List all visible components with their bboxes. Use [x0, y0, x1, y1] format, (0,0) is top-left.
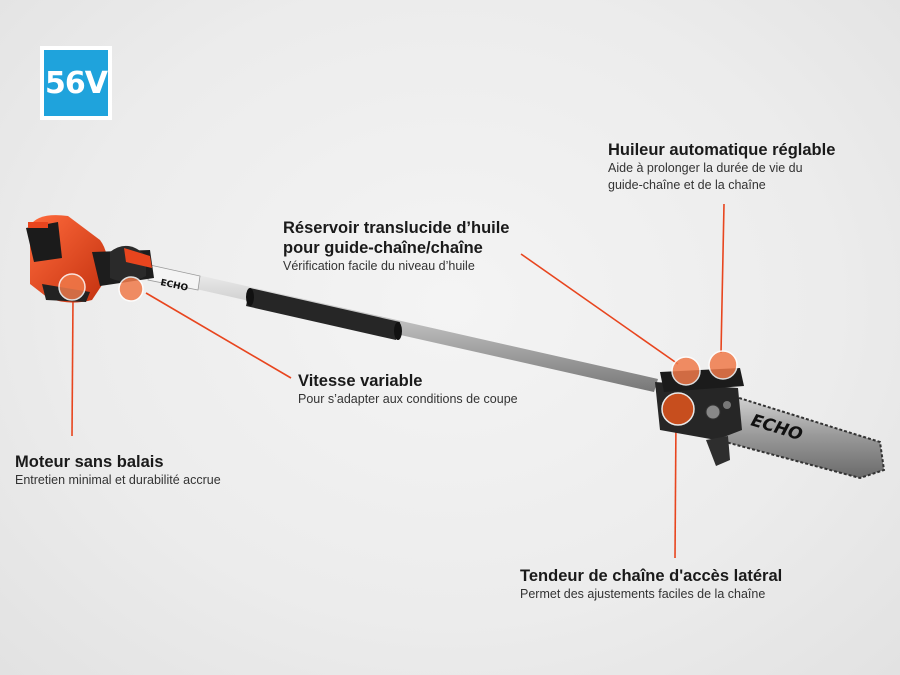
marker-reservoir	[671, 356, 701, 386]
leader-oiler	[720, 203, 725, 354]
shaft-collar: ECHO	[147, 264, 201, 294]
callout-tensioner: Tendeur de chaîne d'accès latéral Permet…	[520, 566, 860, 603]
feature-markers	[58, 273, 738, 426]
speed-desc: Pour s’adapter aux conditions de coupe	[298, 392, 518, 406]
oiler-desc-line1: Aide à prolonger la durée de vie du	[608, 161, 803, 175]
foam-grip	[246, 288, 400, 340]
marker-tensioner	[661, 392, 695, 426]
callout-reservoir: Réservoir translucide d’huile pour guide…	[283, 218, 543, 275]
motor-housing	[26, 215, 154, 303]
speed-title: Vitesse variable	[298, 372, 423, 390]
voltage-label: 56V	[44, 50, 108, 116]
marker-motor	[58, 273, 86, 301]
oiler-title: Huileur automatique réglable	[608, 141, 836, 159]
reservoir-title-line2: pour guide-chaîne/chaîne	[283, 239, 483, 257]
leader-speed	[145, 292, 292, 379]
reservoir-title-line1: Réservoir translucide d’huile	[283, 219, 510, 237]
motor-desc: Entretien minimal et durabilité accrue	[15, 473, 221, 487]
leader-reservoir	[520, 253, 679, 365]
callout-oiler: Huileur automatique réglable Aide à prol…	[608, 140, 888, 194]
tensioner-title: Tendeur de chaîne d'accès latéral	[520, 567, 783, 585]
callout-motor: Moteur sans balais Entretien minimal et …	[15, 452, 315, 489]
marker-oiler	[708, 350, 738, 380]
reservoir-desc: Vérification facile du niveau d’huile	[283, 259, 475, 273]
motor-title: Moteur sans balais	[15, 453, 164, 471]
marker-speed	[118, 276, 144, 302]
leader-lines	[71, 203, 725, 559]
leader-motor	[71, 297, 74, 437]
callout-speed: Vitesse variable Pour s’adapter aux cond…	[298, 371, 598, 408]
leader-tensioner	[674, 417, 677, 559]
tensioner-desc: Permet des ajustements faciles de la cha…	[520, 587, 766, 601]
oiler-desc-line2: guide-chaîne et de la chaîne	[608, 178, 766, 192]
voltage-badge: 56V	[40, 46, 112, 120]
pole-shaft	[138, 262, 658, 392]
